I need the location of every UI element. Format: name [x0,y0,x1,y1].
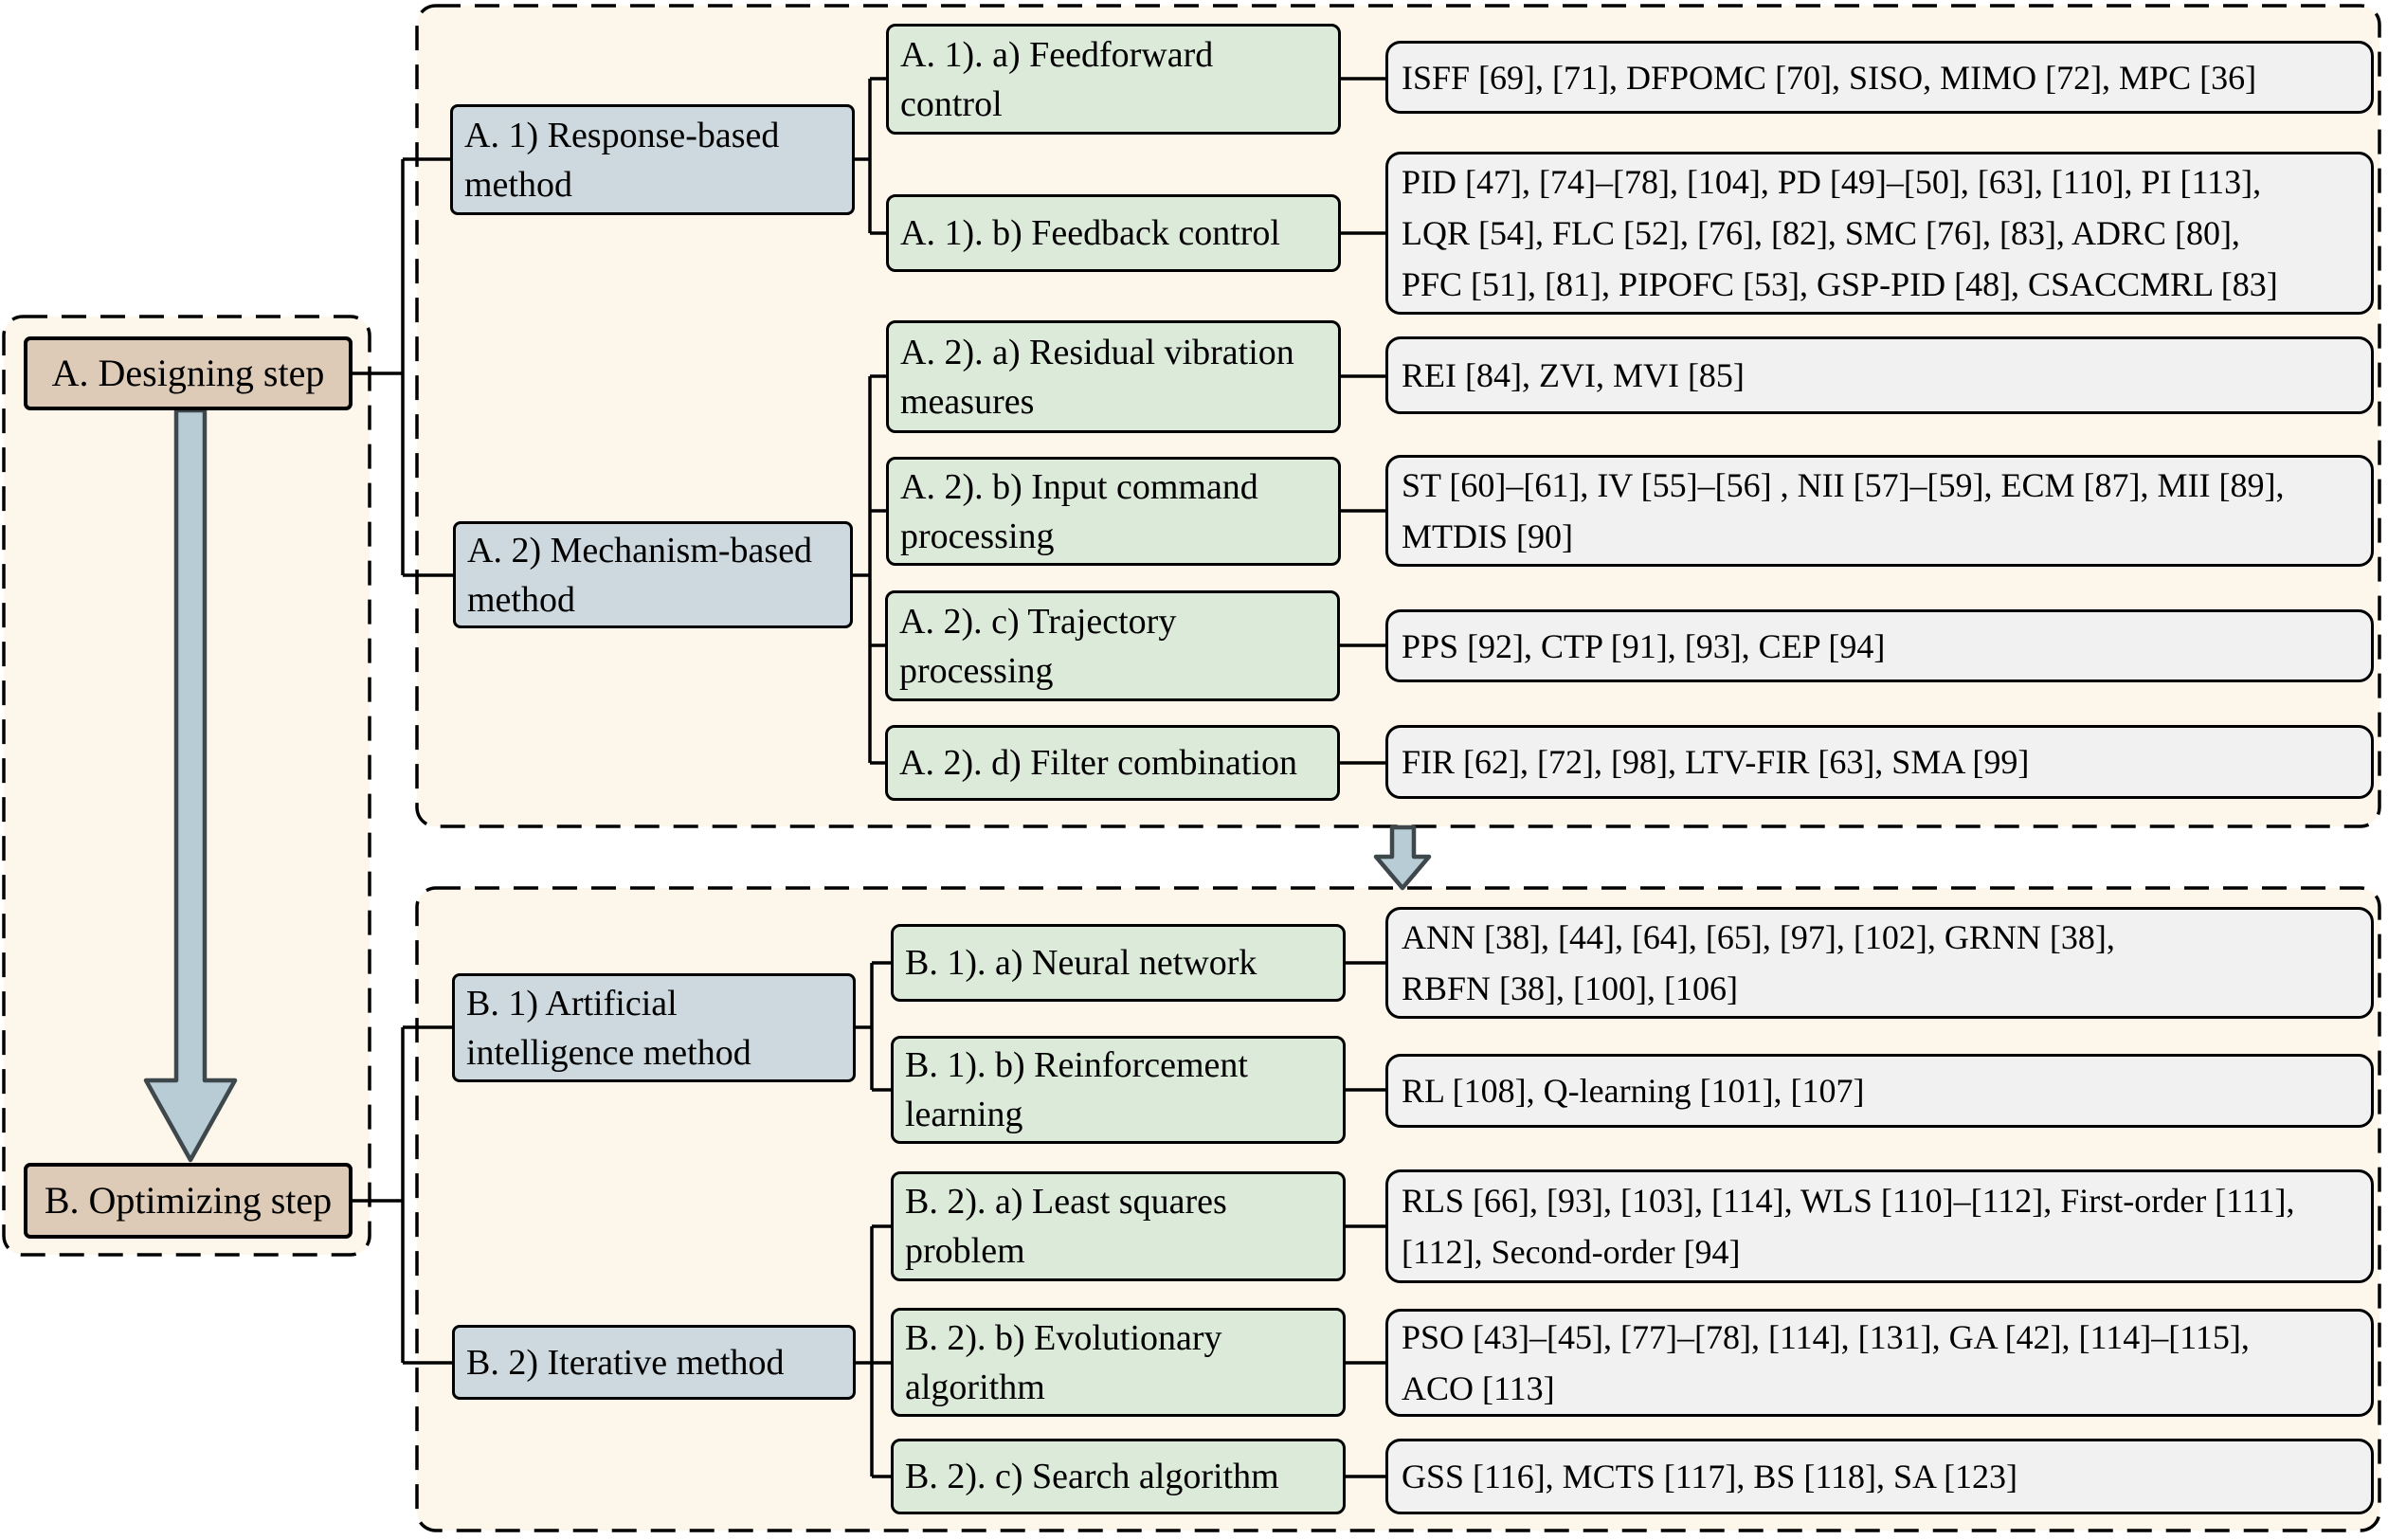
flow-arrow-designing-to-optimizing-icon [143,408,238,1163]
subcategory-box-feedforward-control: A. 1). a) Feedforward control [886,24,1341,135]
category-box-artificial-intelligence-method: B. 1) Artificial intelligence method [452,973,856,1082]
subcategory-box-least-squares-problem: B. 2). a) Least squares problem [891,1171,1346,1281]
ref-box-residual-vibration-measures: REI [84], ZVI, MVI [85] [1385,336,2374,414]
connector-lines [353,77,1385,1478]
ref-box-evolutionary-algorithm: PSO [43]–[45], [77]–[78], [114], [131], … [1385,1309,2374,1417]
category-box-response-based-method: A. 1) Response-based method [450,104,855,215]
ref-box-feedforward-control: ISFF [69], [71], DFPOMC [70], SISO, MIMO… [1385,41,2374,114]
subcategory-box-filter-combination: A. 2). d) Filter combination [885,725,1340,801]
ref-box-reinforcement-learning: RL [108], Q-learning [101], [107] [1385,1054,2374,1128]
ref-box-trajectory-processing: PPS [92], CTP [91], [93], CEP [94] [1385,609,2374,682]
subcategory-box-neural-network: B. 1). a) Neural network [891,924,1346,1002]
subcategory-box-residual-vibration-measures: A. 2). a) Residual vibration measures [886,320,1341,433]
ref-box-filter-combination: FIR [62], [72], [98], LTV-FIR [63], SMA … [1385,725,2374,799]
ref-box-search-algorithm: GSS [116], MCTS [117], BS [118], SA [123… [1385,1439,2374,1514]
subcategory-box-evolutionary-algorithm: B. 2). b) Evolutionary algorithm [891,1308,1346,1417]
step-box-optimizing: B. Optimizing step [24,1163,353,1239]
subcategory-box-trajectory-processing: A. 2). c) Trajectory processing [885,590,1340,701]
subcategory-box-search-algorithm: B. 2). c) Search algorithm [891,1439,1346,1514]
step-box-designing: A. Designing step [24,336,353,410]
flow-arrow-panel-to-panel-icon [1373,824,1432,891]
subcategory-box-reinforcement-learning: B. 1). b) Reinforcement learning [891,1036,1346,1144]
category-box-iterative-method: B. 2) Iterative method [452,1325,856,1400]
ref-box-feedback-control: PID [47], [74]–[78], [104], PD [49]–[50]… [1385,152,2374,315]
ref-box-neural-network: ANN [38], [44], [64], [65], [97], [102],… [1385,907,2374,1019]
subcategory-box-feedback-control: A. 1). b) Feedback control [886,194,1341,272]
category-box-mechanism-based-method: A. 2) Mechanism-based method [453,521,853,628]
ref-box-input-command-processing: ST [60]–[61], IV [55]–[56] , NII [57]–[5… [1385,455,2374,567]
ref-box-least-squares-problem: RLS [66], [93], [103], [114], WLS [110]–… [1385,1169,2374,1283]
subcategory-box-input-command-processing: A. 2). b) Input command processing [886,457,1341,566]
